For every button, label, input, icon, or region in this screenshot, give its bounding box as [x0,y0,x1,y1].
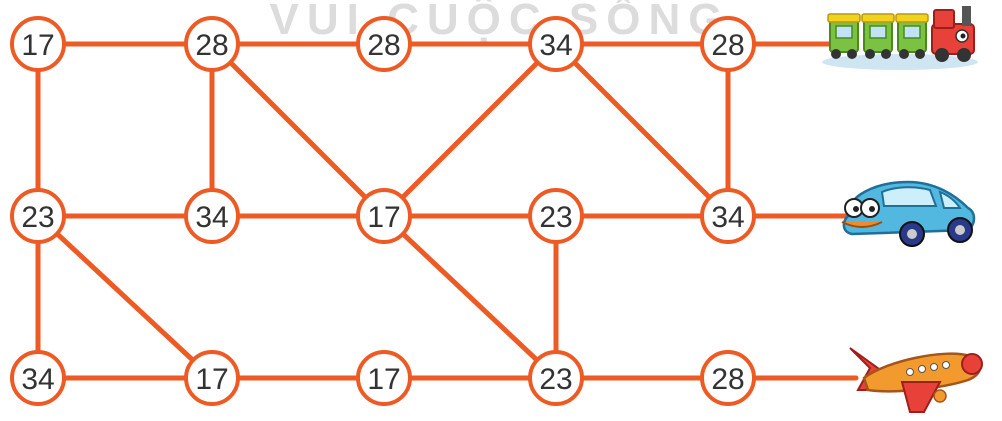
node-r2c2: 34 [186,190,238,242]
edge-r1c4-r2c3 [384,44,556,216]
nodes-group: 17 28 28 34 28 23 34 17 23 34 34 17 17 23 28 [12,18,754,404]
node-r1c2: 28 [186,18,238,70]
node-label: 17 [367,363,400,396]
node-label: 28 [367,29,400,62]
node-label: 34 [21,363,54,396]
node-label: 23 [21,201,54,234]
edge-r1c2-r2c3 [212,44,384,216]
node-r2c5: 34 [702,190,754,242]
node-label: 17 [21,29,54,62]
node-r1c3: 28 [358,18,410,70]
node-label: 23 [539,363,572,396]
node-r3c2: 17 [186,352,238,404]
train-icon [822,6,978,70]
node-r2c4: 23 [530,190,582,242]
node-r2c3: 17 [358,190,410,242]
watermark: VUI CUỘC SỐNG [270,0,731,44]
node-r3c3: 17 [358,352,410,404]
airplane-icon [850,348,982,412]
node-r3c4: 23 [530,352,582,404]
node-label: 34 [711,201,744,234]
node-r1c1: 17 [12,18,64,70]
node-r2c1: 23 [12,190,64,242]
edge-r2c3-r3c4 [384,216,556,378]
node-r1c4: 34 [530,18,582,70]
node-label: 28 [195,29,228,62]
node-r3c1: 34 [12,352,64,404]
node-r3c5: 28 [702,352,754,404]
node-label: 34 [195,201,228,234]
car-icon [842,182,974,246]
node-label: 34 [539,29,572,62]
node-label: 23 [539,201,572,234]
node-r1c5: 28 [702,18,754,70]
edge-r1c4-r2c5 [556,44,728,216]
edge-r2c1-r3c2 [38,216,212,378]
node-label: 17 [195,363,228,396]
node-label: 17 [367,201,400,234]
node-label: 28 [711,363,744,396]
node-label: 28 [711,29,744,62]
